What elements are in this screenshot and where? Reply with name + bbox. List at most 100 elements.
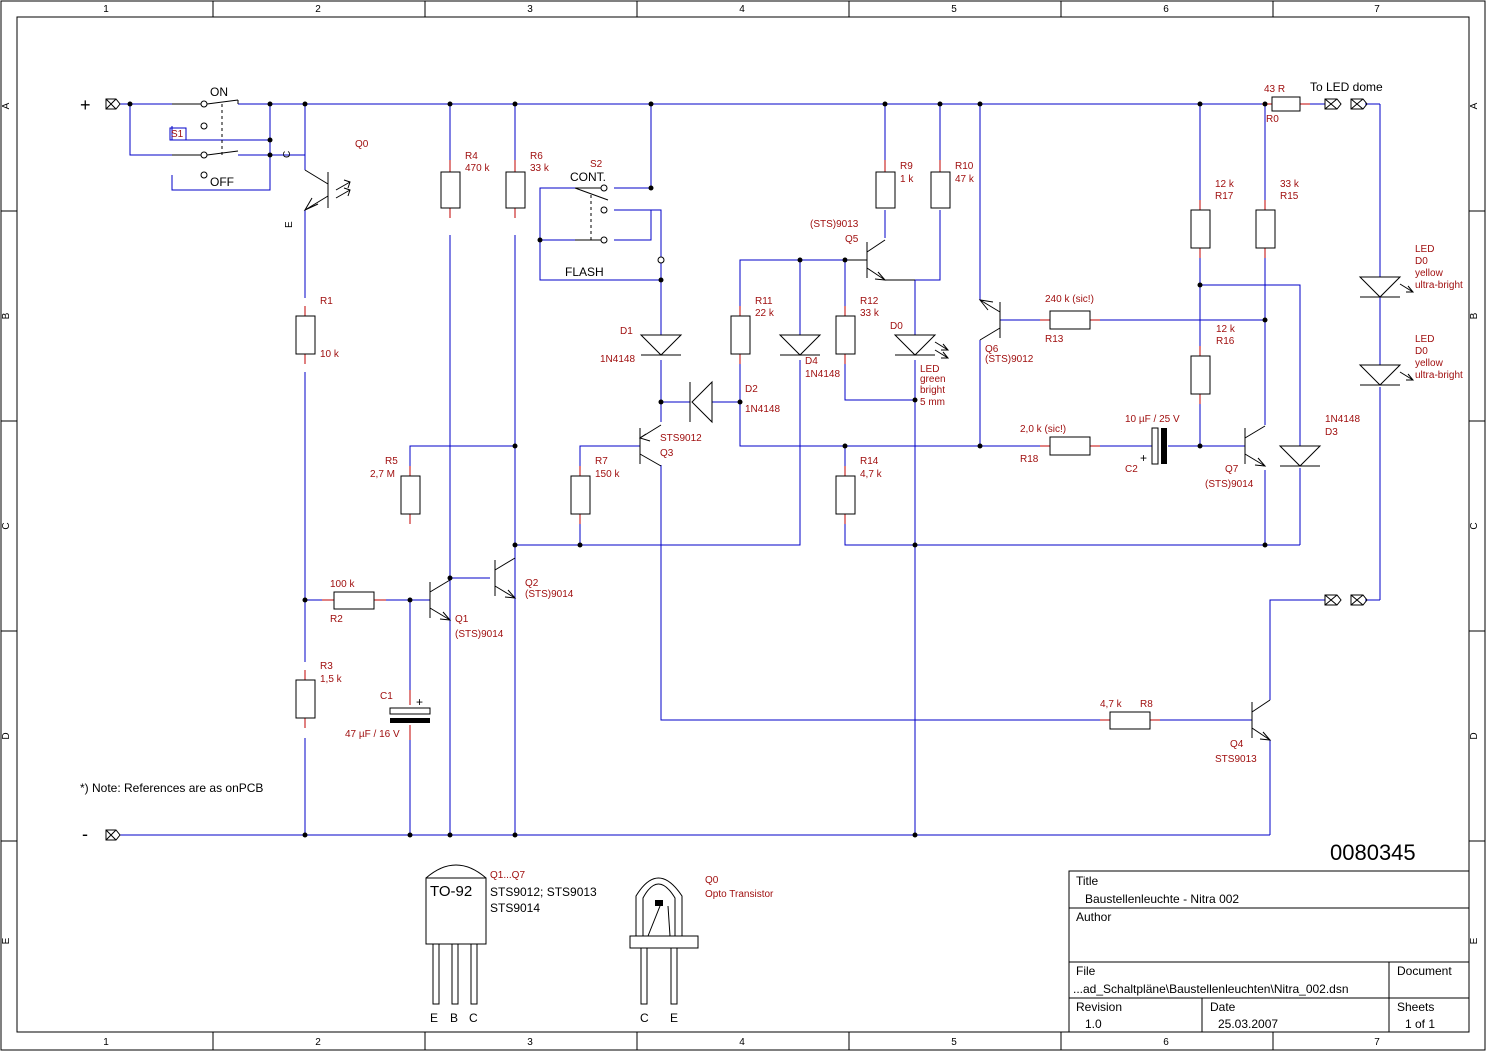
plus-terminal: + — [80, 95, 121, 115]
r17-value: 12 k — [1215, 179, 1235, 190]
capacitor-c2: + 10 µF / 25 V C2 — [1125, 414, 1180, 475]
r3-value: 1,5 k — [320, 674, 343, 685]
title-value: Baustellenleuchte - Nitra 002 — [1085, 892, 1239, 906]
d0-green-line-1: LED — [920, 364, 939, 375]
resistor-r18: 2,0 k (sic!) R18 — [1020, 424, 1091, 465]
resistor-r11: R11 22 k — [730, 296, 775, 355]
resistor-r3: R3 1,5 k — [295, 661, 343, 719]
diode-d3: 1N4148 D3 — [1278, 414, 1360, 467]
q7-type: (STS)9014 — [1205, 479, 1254, 490]
minus-terminal: - — [82, 824, 121, 844]
q1-ref: Q1 — [455, 614, 469, 625]
s2-flash-label: FLASH — [565, 265, 604, 279]
transistor-q6: Q6 (STS)9012 — [978, 299, 1034, 365]
pcb-note: *) Note: References are as onPCB — [80, 781, 263, 795]
row-label-e-left: E — [1, 937, 12, 944]
q6-type: (STS)9012 — [985, 354, 1034, 365]
row-label-b-right: B — [1469, 312, 1480, 319]
row-label-e-right: E — [1469, 937, 1480, 944]
d0-yellow-1-line-3: yellow — [1415, 268, 1444, 279]
q3-ref: STS9012 — [660, 433, 702, 444]
plus-label: + — [80, 95, 91, 115]
col-label-1-top: 1 — [103, 4, 109, 15]
r11-ref: R11 — [755, 296, 773, 307]
r16-value: 12 k — [1216, 324, 1236, 335]
r8-value: 4,7 k — [1100, 699, 1123, 710]
resistor-r14: R14 4,7 k — [835, 456, 883, 515]
document-label: Document — [1397, 964, 1452, 978]
q7-ref: Q7 — [1225, 464, 1239, 475]
d4-ref: D4 — [805, 356, 818, 367]
r18-value: 2,0 k (sic!) — [1020, 424, 1066, 435]
led-d0-yellow-2: LED D0 yellow ultra-bright — [1358, 334, 1463, 386]
r15-value: 33 k — [1280, 179, 1300, 190]
resistor-r6: R6 33 k — [505, 151, 550, 209]
r14-ref: R14 — [860, 456, 879, 467]
led-dome-connector: To LED dome — [1310, 80, 1383, 606]
resistor-r10: R10 47 k — [930, 161, 975, 209]
sheets-label: Sheets — [1397, 1000, 1434, 1014]
d0-green-line-2: green — [920, 374, 946, 385]
d0-green-line-3: bright — [920, 385, 945, 396]
r3-ref: R3 — [320, 661, 333, 672]
r9-ref: R9 — [900, 161, 913, 172]
r5-value: 2,7 M — [370, 469, 395, 480]
led-d0-green: D0 LED green bright 5 mm — [890, 321, 950, 408]
title-label: Title — [1076, 874, 1099, 888]
to92-types-1: STS9012; STS9013 — [490, 885, 597, 899]
transistor-q5: (STS)9013 Q5 — [810, 219, 915, 281]
s1-ref: S1 — [171, 129, 184, 140]
d3-ref: D3 — [1325, 427, 1338, 438]
r2-value: 100 k — [330, 579, 355, 590]
switch-s2: S2 CONT. FLASH — [565, 159, 665, 279]
led-dome-label: To LED dome — [1310, 80, 1383, 94]
row-label-d-left: D — [1, 732, 12, 739]
sheets-value: 1 of 1 — [1405, 1017, 1435, 1031]
resistor-r1: R1 10 k — [295, 296, 340, 360]
r0-value: 43 R — [1264, 84, 1285, 95]
r16-ref: R16 — [1216, 336, 1235, 347]
col-label-7-top: 7 — [1374, 4, 1380, 15]
col-label-7-bottom: 7 — [1374, 1037, 1380, 1048]
led-d0-yellow-1: LED D0 yellow ultra-bright — [1358, 244, 1463, 298]
transistor-q1: Q1 (STS)9014 — [429, 579, 504, 640]
row-label-c-left: C — [1, 522, 12, 529]
resistor-r2: 100 k R2 — [330, 579, 375, 625]
col-label-2-top: 2 — [315, 4, 321, 15]
q5-type: Q5 — [845, 234, 859, 245]
to92-ref: Q1...Q7 — [490, 870, 525, 881]
resistor-r15: 33 k R15 — [1255, 179, 1300, 249]
r15-ref: R15 — [1280, 191, 1299, 202]
revision-value: 1.0 — [1085, 1017, 1102, 1031]
to92-types-2: STS9014 — [490, 901, 540, 915]
c1-ref: C1 — [380, 691, 393, 702]
r7-ref: R7 — [595, 456, 608, 467]
resistor-r9: R9 1 k — [875, 161, 914, 209]
s1-on-label: ON — [210, 85, 228, 99]
opto-ref: Q0 — [705, 875, 719, 886]
title-block: Title Baustellenleuchte - Nitra 002 Auth… — [1068, 870, 1470, 1033]
capacitor-c1: + C1 47 µF / 16 V — [345, 691, 431, 740]
to92-pin-e: E — [430, 1011, 438, 1025]
q0-e-pin: E — [284, 221, 295, 228]
row-label-c-right: C — [1469, 522, 1480, 529]
d0-yellow-2-line-1: LED — [1415, 334, 1434, 345]
switch-s1: S1 ON OFF — [169, 85, 239, 189]
r4-ref: R4 — [465, 151, 478, 162]
col-label-6-bottom: 6 — [1163, 1037, 1169, 1048]
to92-pin-c: C — [469, 1011, 478, 1025]
resistor-r13: 240 k (sic!) R13 — [1045, 294, 1094, 345]
resistor-r7: R7 150 k — [570, 456, 620, 515]
d0-yellow-1-line-4: ultra-bright — [1415, 280, 1463, 291]
r6-ref: R6 — [530, 151, 543, 162]
resistor-r0: 43 R R0 — [1264, 84, 1301, 125]
r12-ref: R12 — [860, 296, 879, 307]
wiring — [120, 103, 1381, 836]
q3-type: Q3 — [660, 448, 674, 459]
row-label-a-left: A — [1, 102, 12, 109]
col-label-3-bottom: 3 — [527, 1037, 533, 1048]
r8-ref: R8 — [1140, 699, 1153, 710]
r1-ref: R1 — [320, 296, 333, 307]
col-label-3-top: 3 — [527, 4, 533, 15]
